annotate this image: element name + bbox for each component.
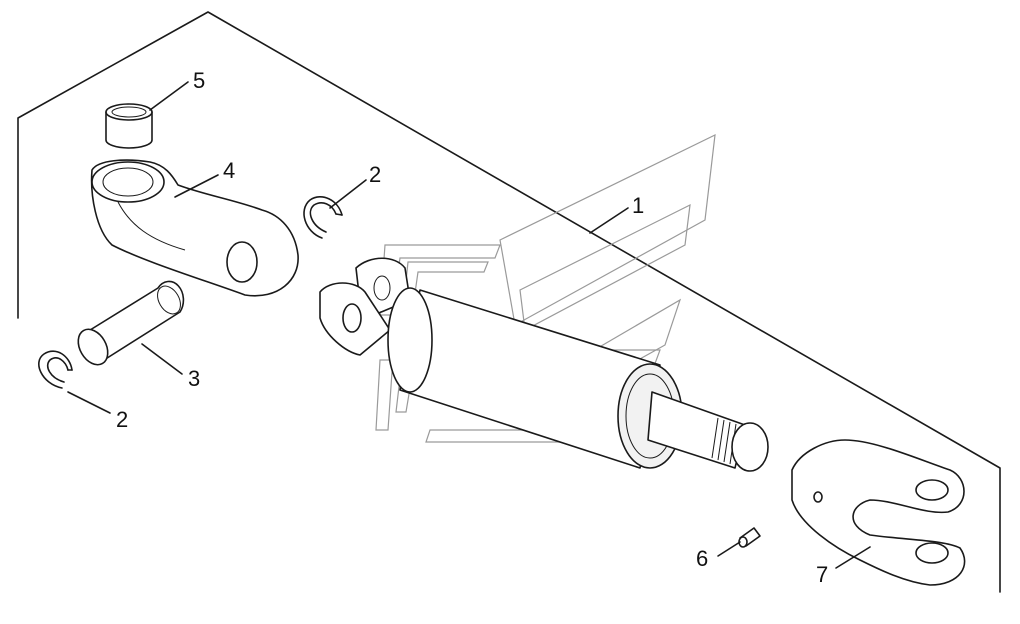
part-5-bushing (105, 103, 153, 149)
callout-1: 1 (632, 193, 644, 218)
callout-3: 3 (188, 366, 200, 391)
callout-labels: 5 4 2 1 3 2 6 7 (116, 68, 828, 587)
part-7-clevis-yoke (791, 439, 966, 586)
callout-5: 5 (193, 68, 205, 93)
part-1-hydraulic-cylinder (319, 257, 769, 472)
callout-7: 7 (816, 562, 828, 587)
callout-4: 4 (223, 158, 235, 183)
callout-2-lower: 2 (116, 407, 128, 432)
callout-2-upper: 2 (369, 162, 381, 187)
part-4-arm (90, 159, 299, 297)
callout-6: 6 (696, 546, 708, 571)
part-2-retaining-ring-lower (38, 350, 73, 389)
assembly-frame (17, 11, 1001, 593)
leader-lines (67, 81, 871, 569)
part-6-fitting (738, 527, 761, 548)
part-3-pin (77, 280, 185, 366)
